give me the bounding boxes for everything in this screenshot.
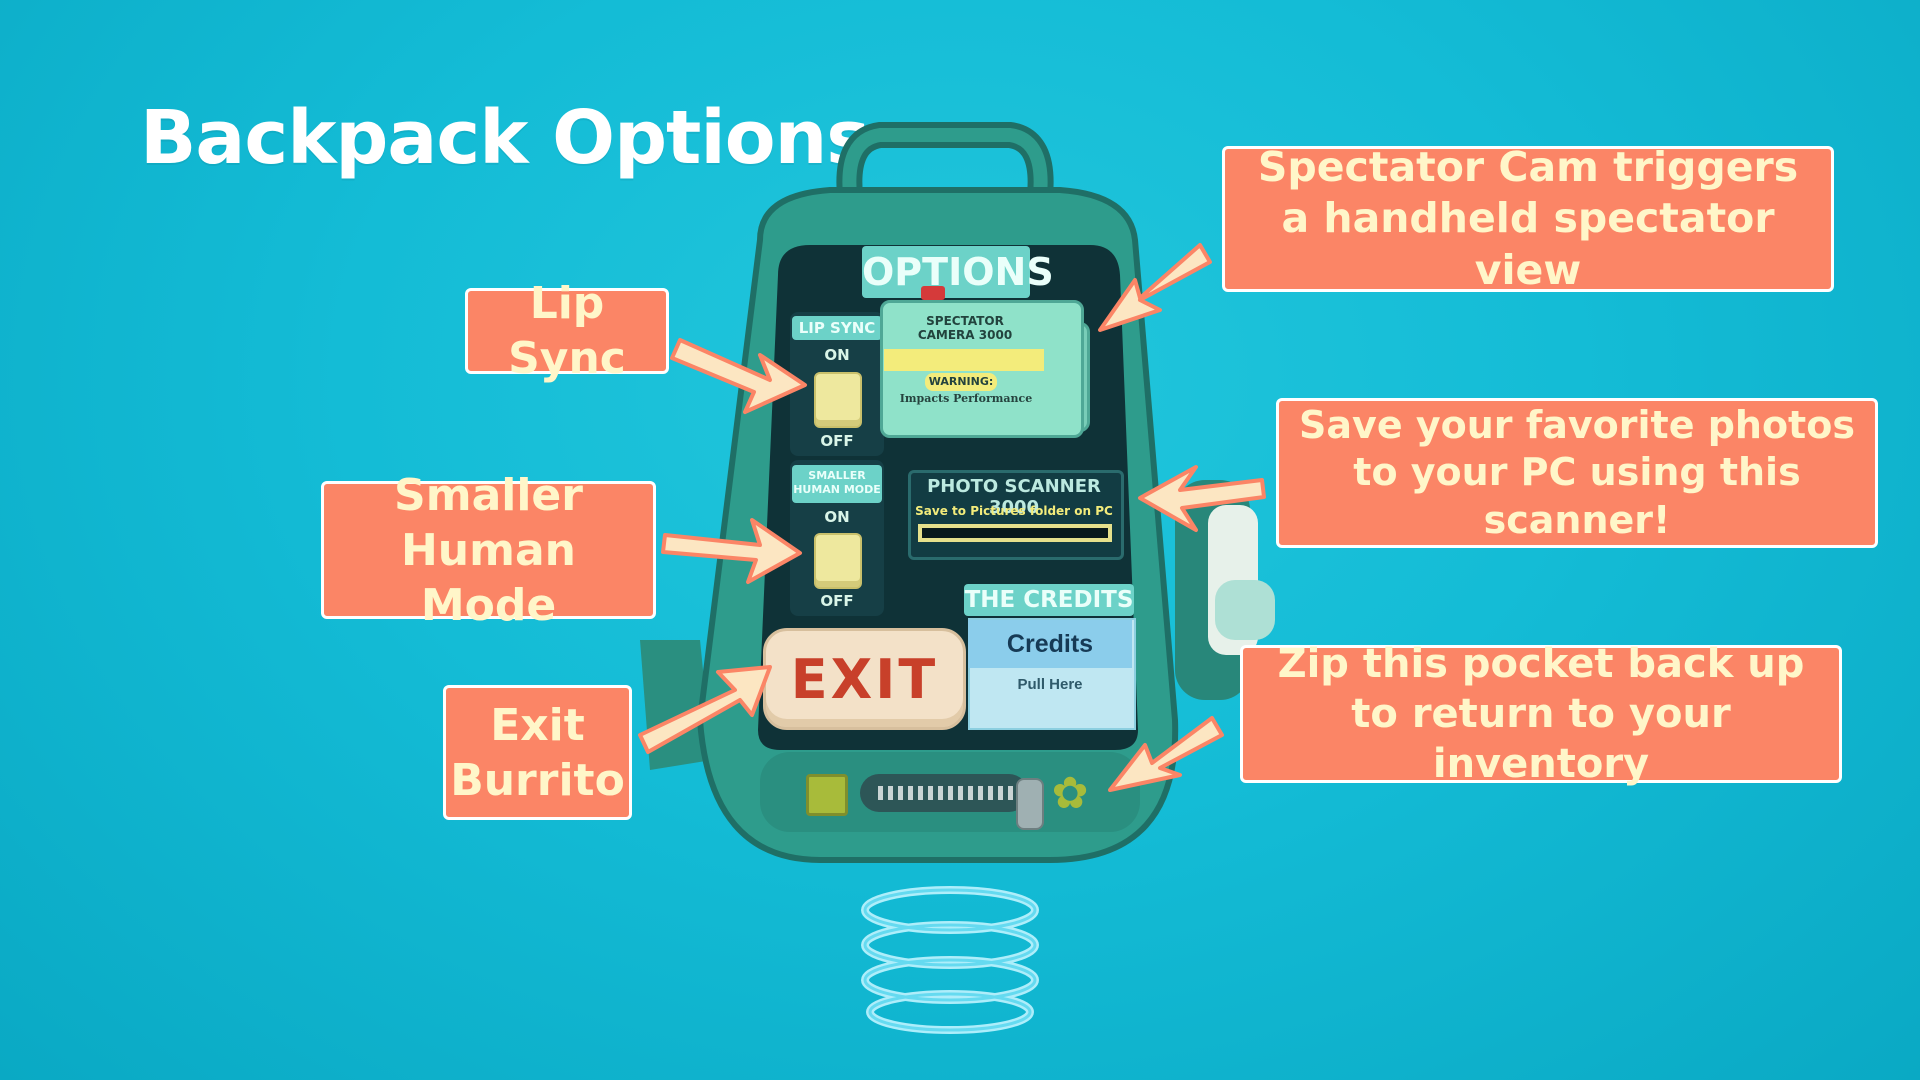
arrow-zip xyxy=(1108,716,1224,792)
page-title: Backpack Options xyxy=(140,95,870,181)
smaller-human-label: SMALLER HUMAN MODE xyxy=(792,465,882,503)
exit-burrito-button[interactable]: EXIT xyxy=(763,628,966,730)
arrow-smaller-human xyxy=(661,518,802,584)
credits-pull-here: Pull Here xyxy=(1017,676,1083,693)
lip-sync-toggle[interactable] xyxy=(814,372,862,428)
callout-smaller-human-mode: Smaller Human Mode xyxy=(321,470,656,631)
smaller-human-off: OFF xyxy=(820,592,854,610)
options-label: OPTIONS xyxy=(862,246,1054,298)
callout-save-photos: Save your favorite photos to your PC usi… xyxy=(1276,398,1878,548)
callout-lip-sync: Lip Sync xyxy=(465,278,669,384)
smaller-human-on: ON xyxy=(824,508,850,526)
camera-record-button[interactable] xyxy=(921,286,945,300)
photo-scanner[interactable] xyxy=(908,470,1124,560)
credits-label: THE CREDITS xyxy=(964,584,1134,616)
credits-heading: Credits xyxy=(968,620,1132,668)
camera-note: Impacts Performance xyxy=(899,392,1033,405)
photo-scanner-slot[interactable] xyxy=(918,524,1112,542)
lip-sync-off: OFF xyxy=(820,432,854,450)
arrow-lip-sync xyxy=(670,338,807,414)
callout-spectator-cam: Spectator Cam triggers a handheld specta… xyxy=(1222,143,1834,294)
smaller-human-toggle[interactable] xyxy=(814,533,862,589)
arrow-scanner xyxy=(1138,465,1266,532)
lip-sync-on: ON xyxy=(824,346,850,364)
camera-band xyxy=(884,349,1044,371)
arrow-exit xyxy=(638,665,772,754)
zipper-teeth xyxy=(878,786,1018,800)
photo-scanner-subtitle: Save to Pictures folder on PC xyxy=(915,504,1113,518)
camera-title: SPECTATOR CAMERA 3000 xyxy=(917,314,1013,342)
arrow-spectator xyxy=(1098,243,1212,332)
gear-icon: ✿ xyxy=(1051,769,1089,818)
zipper-square-icon xyxy=(806,774,848,816)
zipper-pull[interactable] xyxy=(1016,778,1044,830)
lip-sync-label: LIP SYNC xyxy=(792,316,882,340)
callout-zip-pocket: Zip this pocket back up to return to you… xyxy=(1240,641,1842,787)
photo-scanner-title: PHOTO SCANNER 3000 xyxy=(927,476,1101,518)
camera-warning: WARNING: xyxy=(925,373,997,391)
callout-exit-burrito: Exit Burrito xyxy=(443,685,632,820)
